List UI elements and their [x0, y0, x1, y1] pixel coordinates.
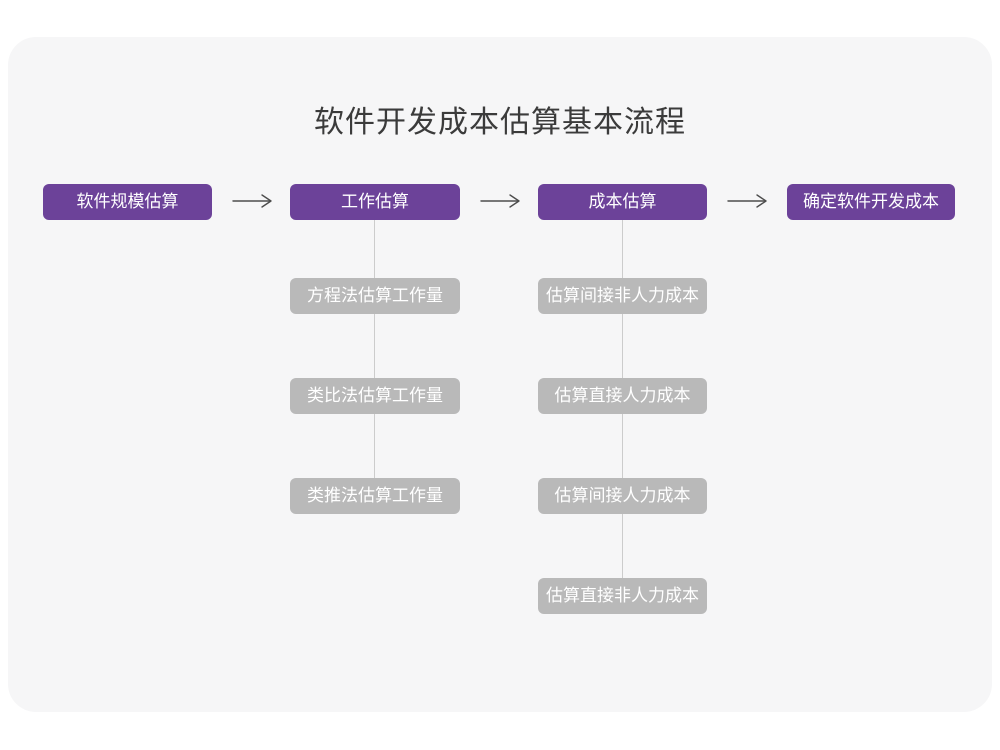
connector-line-work-estimation: [374, 220, 375, 490]
stage-box-work-estimation: 工作估算: [290, 184, 460, 220]
diagram-title: 软件开发成本估算基本流程: [314, 106, 686, 139]
stage-box-cost-estimation: 成本估算: [538, 184, 707, 220]
diagram-card: [8, 37, 992, 712]
stage-box-software-scale-estimation: 软件规模估算: [43, 184, 212, 220]
sub-step-box-equation-method: 方程法估算工作量: [290, 278, 460, 314]
sub-step-box-indirect-non-labor-cost: 估算间接非人力成本: [538, 278, 707, 314]
stage-box-determine-software-dev-cost: 确定软件开发成本: [787, 184, 955, 220]
sub-step-box-direct-non-labor-cost: 估算直接非人力成本: [538, 578, 707, 614]
sub-step-box-analogy-method: 类比法估算工作量: [290, 378, 460, 414]
right-arrow-icon: [479, 193, 521, 209]
sub-step-box-extrapolation-method: 类推法估算工作量: [290, 478, 460, 514]
right-arrow-icon: [231, 193, 273, 209]
sub-step-box-direct-labor-cost: 估算直接人力成本: [538, 378, 707, 414]
right-arrow-icon: [726, 193, 768, 209]
sub-step-box-indirect-labor-cost: 估算间接人力成本: [538, 478, 707, 514]
